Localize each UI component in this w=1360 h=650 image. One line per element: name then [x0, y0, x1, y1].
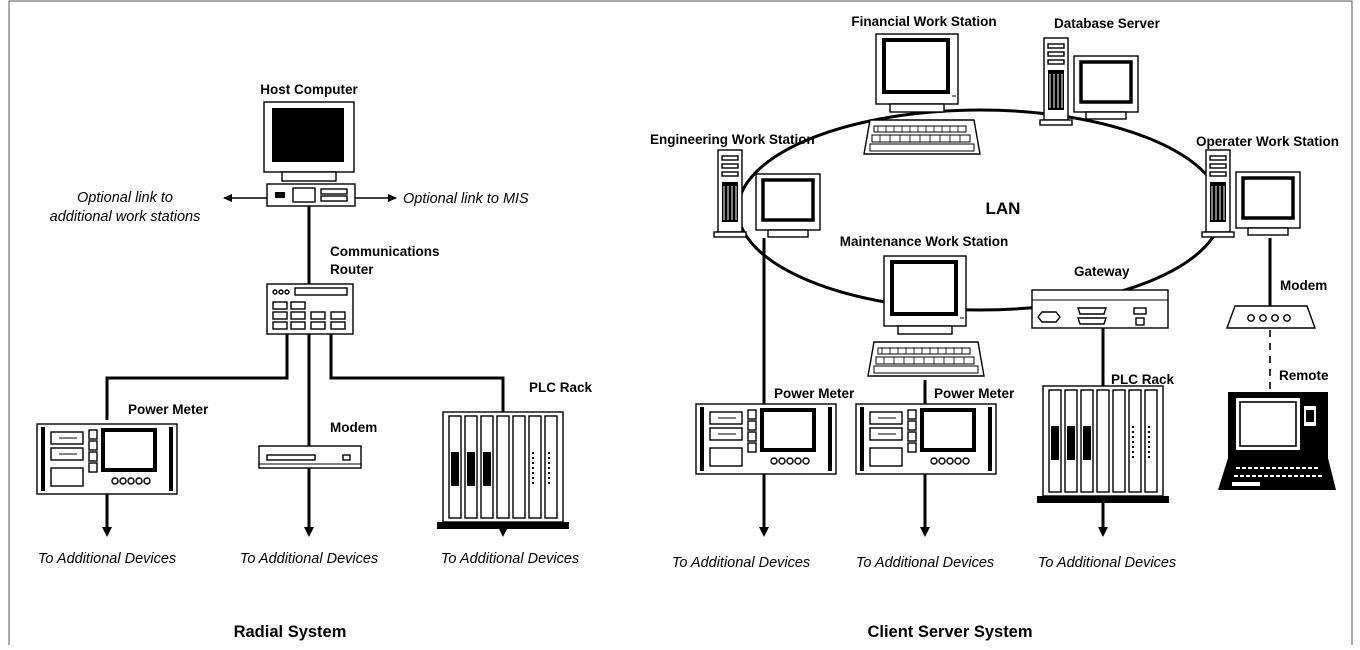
- financial-workstation-monitor-icon: [874, 32, 960, 114]
- client-to-additional-devices-label-2: To Additional Devices: [856, 555, 994, 571]
- communications-router-icon: [266, 283, 354, 335]
- communications-router-label-1: Communications: [330, 244, 440, 259]
- host-computer-label: Host Computer: [260, 82, 358, 97]
- router-plc-link: [329, 334, 505, 412]
- maintenance-workstation-monitor-icon: [882, 254, 968, 336]
- client-server-system: Financial Work Station Database Server E…: [650, 14, 1339, 641]
- client-modem-label: Modem: [1280, 278, 1327, 293]
- client-to-additional-devices-label-3: To Additional Devices: [1038, 555, 1176, 571]
- plc-rack-label: PLC Rack: [529, 380, 593, 395]
- client-power-meter-1-label: Power Meter: [774, 386, 855, 401]
- client-server-system-title: Client Server System: [867, 623, 1032, 641]
- host-cpu-unit-icon: [266, 183, 356, 207]
- financial-workstation-label: Financial Work Station: [851, 14, 996, 29]
- client-modem-icon: [1226, 305, 1316, 329]
- client-power-meter-2-label: Power Meter: [934, 386, 1015, 401]
- client-plc-rack-icon: [1036, 385, 1170, 504]
- router-powermeter-link: [105, 334, 289, 420]
- operator-workstation-tower-icon: [1201, 149, 1235, 238]
- engineering-workstation-label: Engineering Work Station: [650, 132, 815, 147]
- remote-label: Remote: [1279, 368, 1329, 383]
- maintenance-workstation-label: Maintenance Work Station: [840, 234, 1009, 249]
- operator-workstation-monitor-icon: [1235, 171, 1301, 236]
- gateway-icon: [1031, 289, 1169, 329]
- modem-icon: [258, 445, 362, 469]
- gateway-label: Gateway: [1074, 264, 1130, 279]
- to-additional-devices-label-1: To Additional Devices: [38, 551, 176, 567]
- communications-router-label-2: Router: [330, 262, 374, 277]
- to-additional-devices-label-2: To Additional Devices: [240, 551, 378, 567]
- engineering-workstation-tower-icon: [713, 149, 747, 238]
- client-power-meter-2-icon: [854, 402, 998, 476]
- host-computer-icon: [263, 101, 355, 182]
- database-server-label: Database Server: [1054, 16, 1161, 31]
- maintenance-workstation-keyboard-icon: [867, 341, 985, 377]
- client-plc-rack-label: PLC Rack: [1111, 372, 1175, 387]
- figure-frame: [8, 0, 1353, 650]
- financial-workstation-keyboard-icon: [863, 119, 981, 155]
- power-meter-icon: [35, 422, 179, 496]
- database-server-tower-icon: [1039, 37, 1073, 126]
- operator-workstation-label: Operater Work Station: [1196, 134, 1339, 149]
- radial-system-title: Radial System: [234, 623, 347, 641]
- database-server-monitor-icon: [1073, 55, 1139, 120]
- modem-label: Modem: [330, 420, 377, 435]
- engineering-workstation-monitor-icon: [755, 173, 821, 238]
- client-power-meter-1-icon: [694, 402, 838, 476]
- client-to-additional-devices-label-1: To Additional Devices: [672, 555, 810, 571]
- optional-link-left-label-1: Optional link to: [77, 190, 173, 206]
- optional-link-right-label: Optional link to MIS: [403, 191, 529, 207]
- to-additional-devices-label-3: To Additional Devices: [441, 551, 579, 567]
- power-meter-label: Power Meter: [128, 402, 209, 417]
- remote-laptop-icon: [1218, 392, 1336, 490]
- radial-system: Host Computer Optional link to additiona…: [35, 82, 593, 641]
- plc-rack-icon: [436, 411, 570, 530]
- optional-link-left-label-2: additional work stations: [50, 209, 201, 225]
- lan-label: LAN: [986, 199, 1021, 218]
